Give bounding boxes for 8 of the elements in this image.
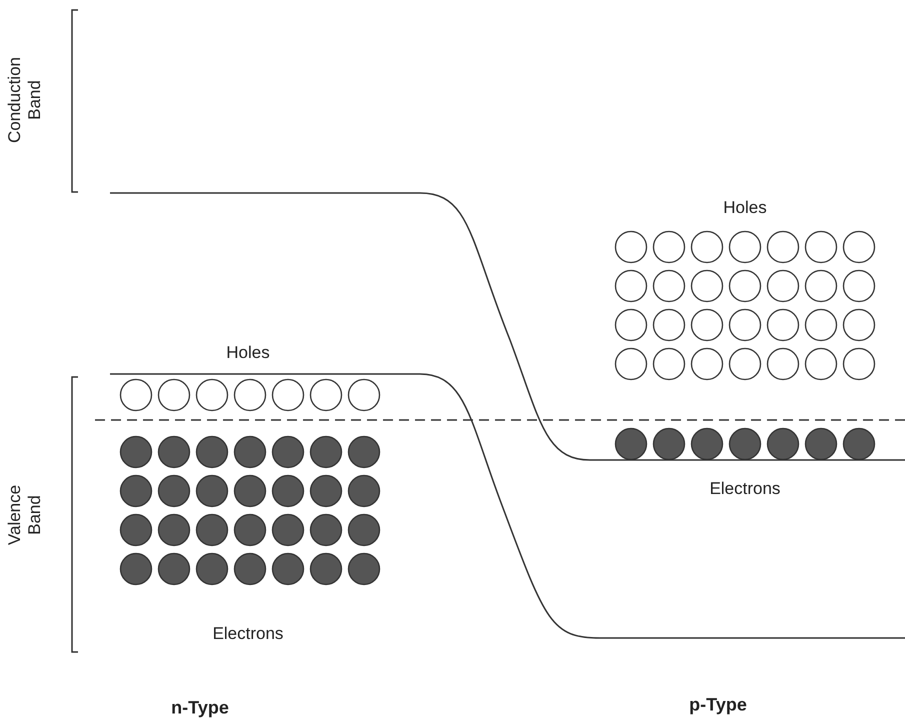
region-label: Holes [226, 343, 270, 363]
axis-label: Valence Band [5, 484, 45, 548]
region-label: Electrons [710, 479, 780, 499]
column-label: n-Type [171, 698, 229, 718]
column-label: p-Type [689, 694, 747, 716]
axis-label: Conduction Band [5, 56, 45, 146]
region-label: Holes [723, 198, 767, 218]
region-label: Electrons [212, 624, 284, 644]
